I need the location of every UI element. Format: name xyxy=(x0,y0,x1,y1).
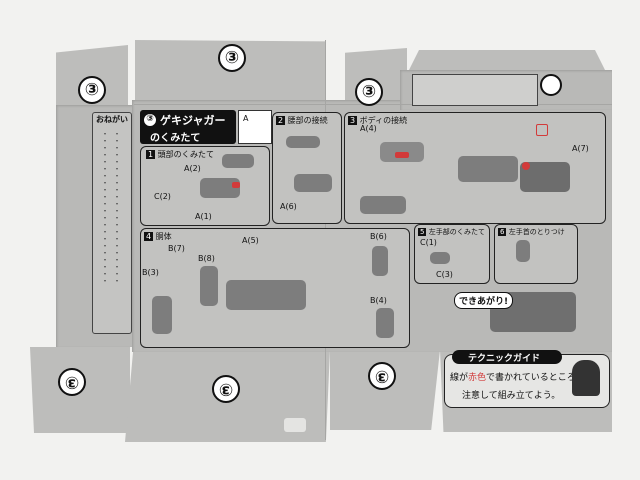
ranger-icon xyxy=(572,360,600,396)
technique-title: テクニックガイド xyxy=(468,354,541,364)
step-title: 1 頭部のくみたて xyxy=(146,149,214,160)
notes-box xyxy=(92,112,132,334)
step-title-text: 左手首のとりつけ xyxy=(508,228,565,236)
part-drawing xyxy=(516,240,530,262)
badge-three-inverted: ③ xyxy=(368,362,396,390)
red-highlight xyxy=(522,162,530,170)
part-label: B(8) xyxy=(198,254,215,263)
step-title-text: ボディの接続 xyxy=(359,116,408,125)
tape-mark xyxy=(284,418,306,432)
step-title-text: 左手部のくみたて xyxy=(428,228,485,236)
title-line1: ゲキジャガー xyxy=(160,114,226,127)
part-label: A(2) xyxy=(184,164,201,173)
part-label: B(3) xyxy=(142,268,159,277)
technique-line1-post: で書かれているところは xyxy=(486,373,585,383)
step-title: 3 ボディの接続 xyxy=(348,115,407,126)
step-num: 6 xyxy=(498,228,507,236)
part-drawing xyxy=(226,280,306,310)
step-title-text: 腰部の接続 xyxy=(287,116,328,125)
step-panel-6 xyxy=(494,224,578,284)
step-num: 5 xyxy=(418,228,427,236)
part-label: B(6) xyxy=(370,232,387,241)
step-title: 2 腰部の接続 xyxy=(276,115,328,126)
step-title: 4 胴体 xyxy=(144,231,172,242)
part-label: A(7) xyxy=(572,144,589,153)
technique-line1-pre: 線が xyxy=(450,373,469,383)
step-title-text: 頭部のくみたて xyxy=(157,150,214,159)
notes-text: ・・・・・・・・・・・・・・・・・・・・・・ xyxy=(113,130,121,284)
part-label: B(7) xyxy=(168,244,185,253)
part-drawing xyxy=(372,246,388,276)
notes-text: ・・・・・・・・・・・・・・・・・・・・・・ xyxy=(101,130,109,284)
part-label: A(5) xyxy=(242,236,259,245)
part-label: C(1) xyxy=(420,238,437,247)
part-label: C(2) xyxy=(154,192,171,201)
step-panel-5 xyxy=(414,224,490,284)
badge-three: ③ xyxy=(78,76,106,104)
step-num: 3 xyxy=(348,116,358,125)
technique-line2: 注意して組み立てよう。 xyxy=(462,391,561,401)
runner-box xyxy=(238,110,272,144)
title-number: ③ xyxy=(143,113,157,127)
step-num: 2 xyxy=(276,116,286,125)
step-title: 6 左手首のとりつけ xyxy=(498,227,565,237)
title-line2: のくみたて xyxy=(150,133,201,144)
part-drawing xyxy=(458,156,518,182)
step-title-text: 胴体 xyxy=(155,232,172,241)
logo-icon xyxy=(540,74,562,96)
step-panel-2 xyxy=(272,112,342,224)
technique-line1: 線が赤色で書かれているところは xyxy=(450,370,585,383)
part-label: B(4) xyxy=(370,296,387,305)
badge-three-inverted: ③ xyxy=(212,375,240,403)
technique-line1-red: 赤色 xyxy=(468,373,487,383)
step-num: 1 xyxy=(146,150,156,159)
part-label: C(3) xyxy=(436,270,453,279)
badge-three: ③ xyxy=(355,78,383,106)
part-label: A(1) xyxy=(195,212,212,221)
part-drawing xyxy=(152,296,172,334)
done-label: できあがり! xyxy=(454,292,514,309)
part-label: A(6) xyxy=(280,202,297,211)
red-highlight xyxy=(395,152,409,158)
technique-title-bar xyxy=(452,350,562,364)
part-drawing xyxy=(222,154,254,168)
part-drawing xyxy=(200,178,240,198)
part-drawing xyxy=(200,266,218,306)
red-highlight xyxy=(232,182,240,188)
notes-heading: おねがい xyxy=(96,115,128,124)
badge-three: ③ xyxy=(218,44,246,72)
part-drawing xyxy=(430,252,450,264)
part-drawing xyxy=(294,174,332,192)
runner-label: A xyxy=(243,114,249,123)
red-highlight xyxy=(536,124,548,136)
part-drawing xyxy=(286,136,320,148)
part-drawing xyxy=(360,196,406,214)
badge-three-inverted: ③ xyxy=(58,368,86,396)
part-drawing xyxy=(376,308,394,338)
warning-box xyxy=(412,74,538,106)
step-title: 5 左手部のくみたて xyxy=(418,227,485,237)
step-num: 4 xyxy=(144,232,154,241)
part-label: A(4) xyxy=(360,124,377,133)
